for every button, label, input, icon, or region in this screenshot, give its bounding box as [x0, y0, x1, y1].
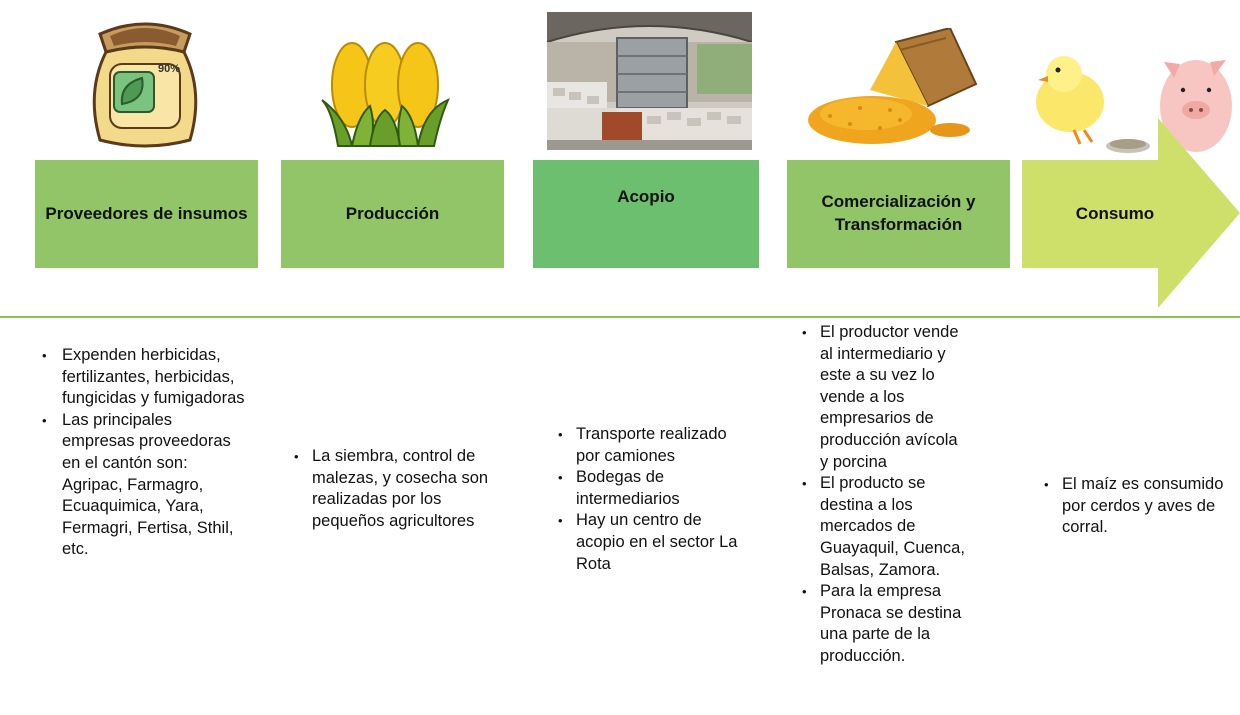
- section-divider: [0, 316, 1240, 318]
- fertilizer-sack-icon: 90%: [92, 22, 198, 148]
- stage-label-consumo: Consumo: [1075, 203, 1155, 223]
- list-item: El productor vende al intermediario y es…: [798, 322, 968, 473]
- stage-box-consumo: Consumo: [1040, 160, 1190, 268]
- list-item: Para la empresa Pronaca se destina una p…: [798, 581, 968, 667]
- list-item: Hay un centro de acopio en el sector La …: [554, 510, 754, 575]
- stage-label-acopio: Acopio: [617, 187, 675, 206]
- stage-box-proveedores: Proveedores de insumos: [35, 160, 258, 268]
- list-item: La siembra, control de malezas, y cosech…: [290, 446, 515, 532]
- stage-arrow-consumo: [1022, 118, 1240, 308]
- sack-percent-label: 90%: [158, 63, 180, 75]
- stage-box-comercializacion: Comercialización y Transformación: [787, 160, 1010, 268]
- stage-box-produccion: Producción: [281, 160, 504, 268]
- stage-box-acopio: Acopio: [533, 160, 759, 268]
- description-acopio: Transporte realizado por camiones Bodega…: [554, 424, 754, 575]
- stage-label-comercializacion: Comercialización y Transformación: [821, 192, 976, 234]
- description-proveedores: Expenden herbicidas, fertilizantes, herb…: [30, 345, 245, 561]
- description-comercializacion: El productor vende al intermediario y es…: [798, 322, 968, 668]
- list-item: Expenden herbicidas, fertilizantes, herb…: [30, 345, 245, 410]
- list-item: El maíz es consumido por cerdos y aves d…: [1040, 474, 1230, 539]
- warehouse-photo: [547, 12, 752, 150]
- stage-label-produccion: Producción: [345, 203, 440, 223]
- list-item: Transporte realizado por camiones: [554, 424, 754, 467]
- description-consumo: El maíz es consumido por cerdos y aves d…: [1040, 474, 1230, 539]
- list-item: Bodegas de intermediarios: [554, 467, 754, 510]
- stage-label-proveedores: Proveedores de insumos: [45, 203, 248, 223]
- chick-pig-icon: [1036, 56, 1232, 153]
- description-produccion: La siembra, control de malezas, y cosech…: [290, 446, 515, 532]
- list-item: Las principales empresas proveedoras en …: [30, 410, 245, 561]
- corn-cobs-icon: [321, 42, 450, 147]
- grain-sack-icon: [808, 28, 978, 144]
- list-item: El producto se destina a los mercados de…: [798, 473, 968, 581]
